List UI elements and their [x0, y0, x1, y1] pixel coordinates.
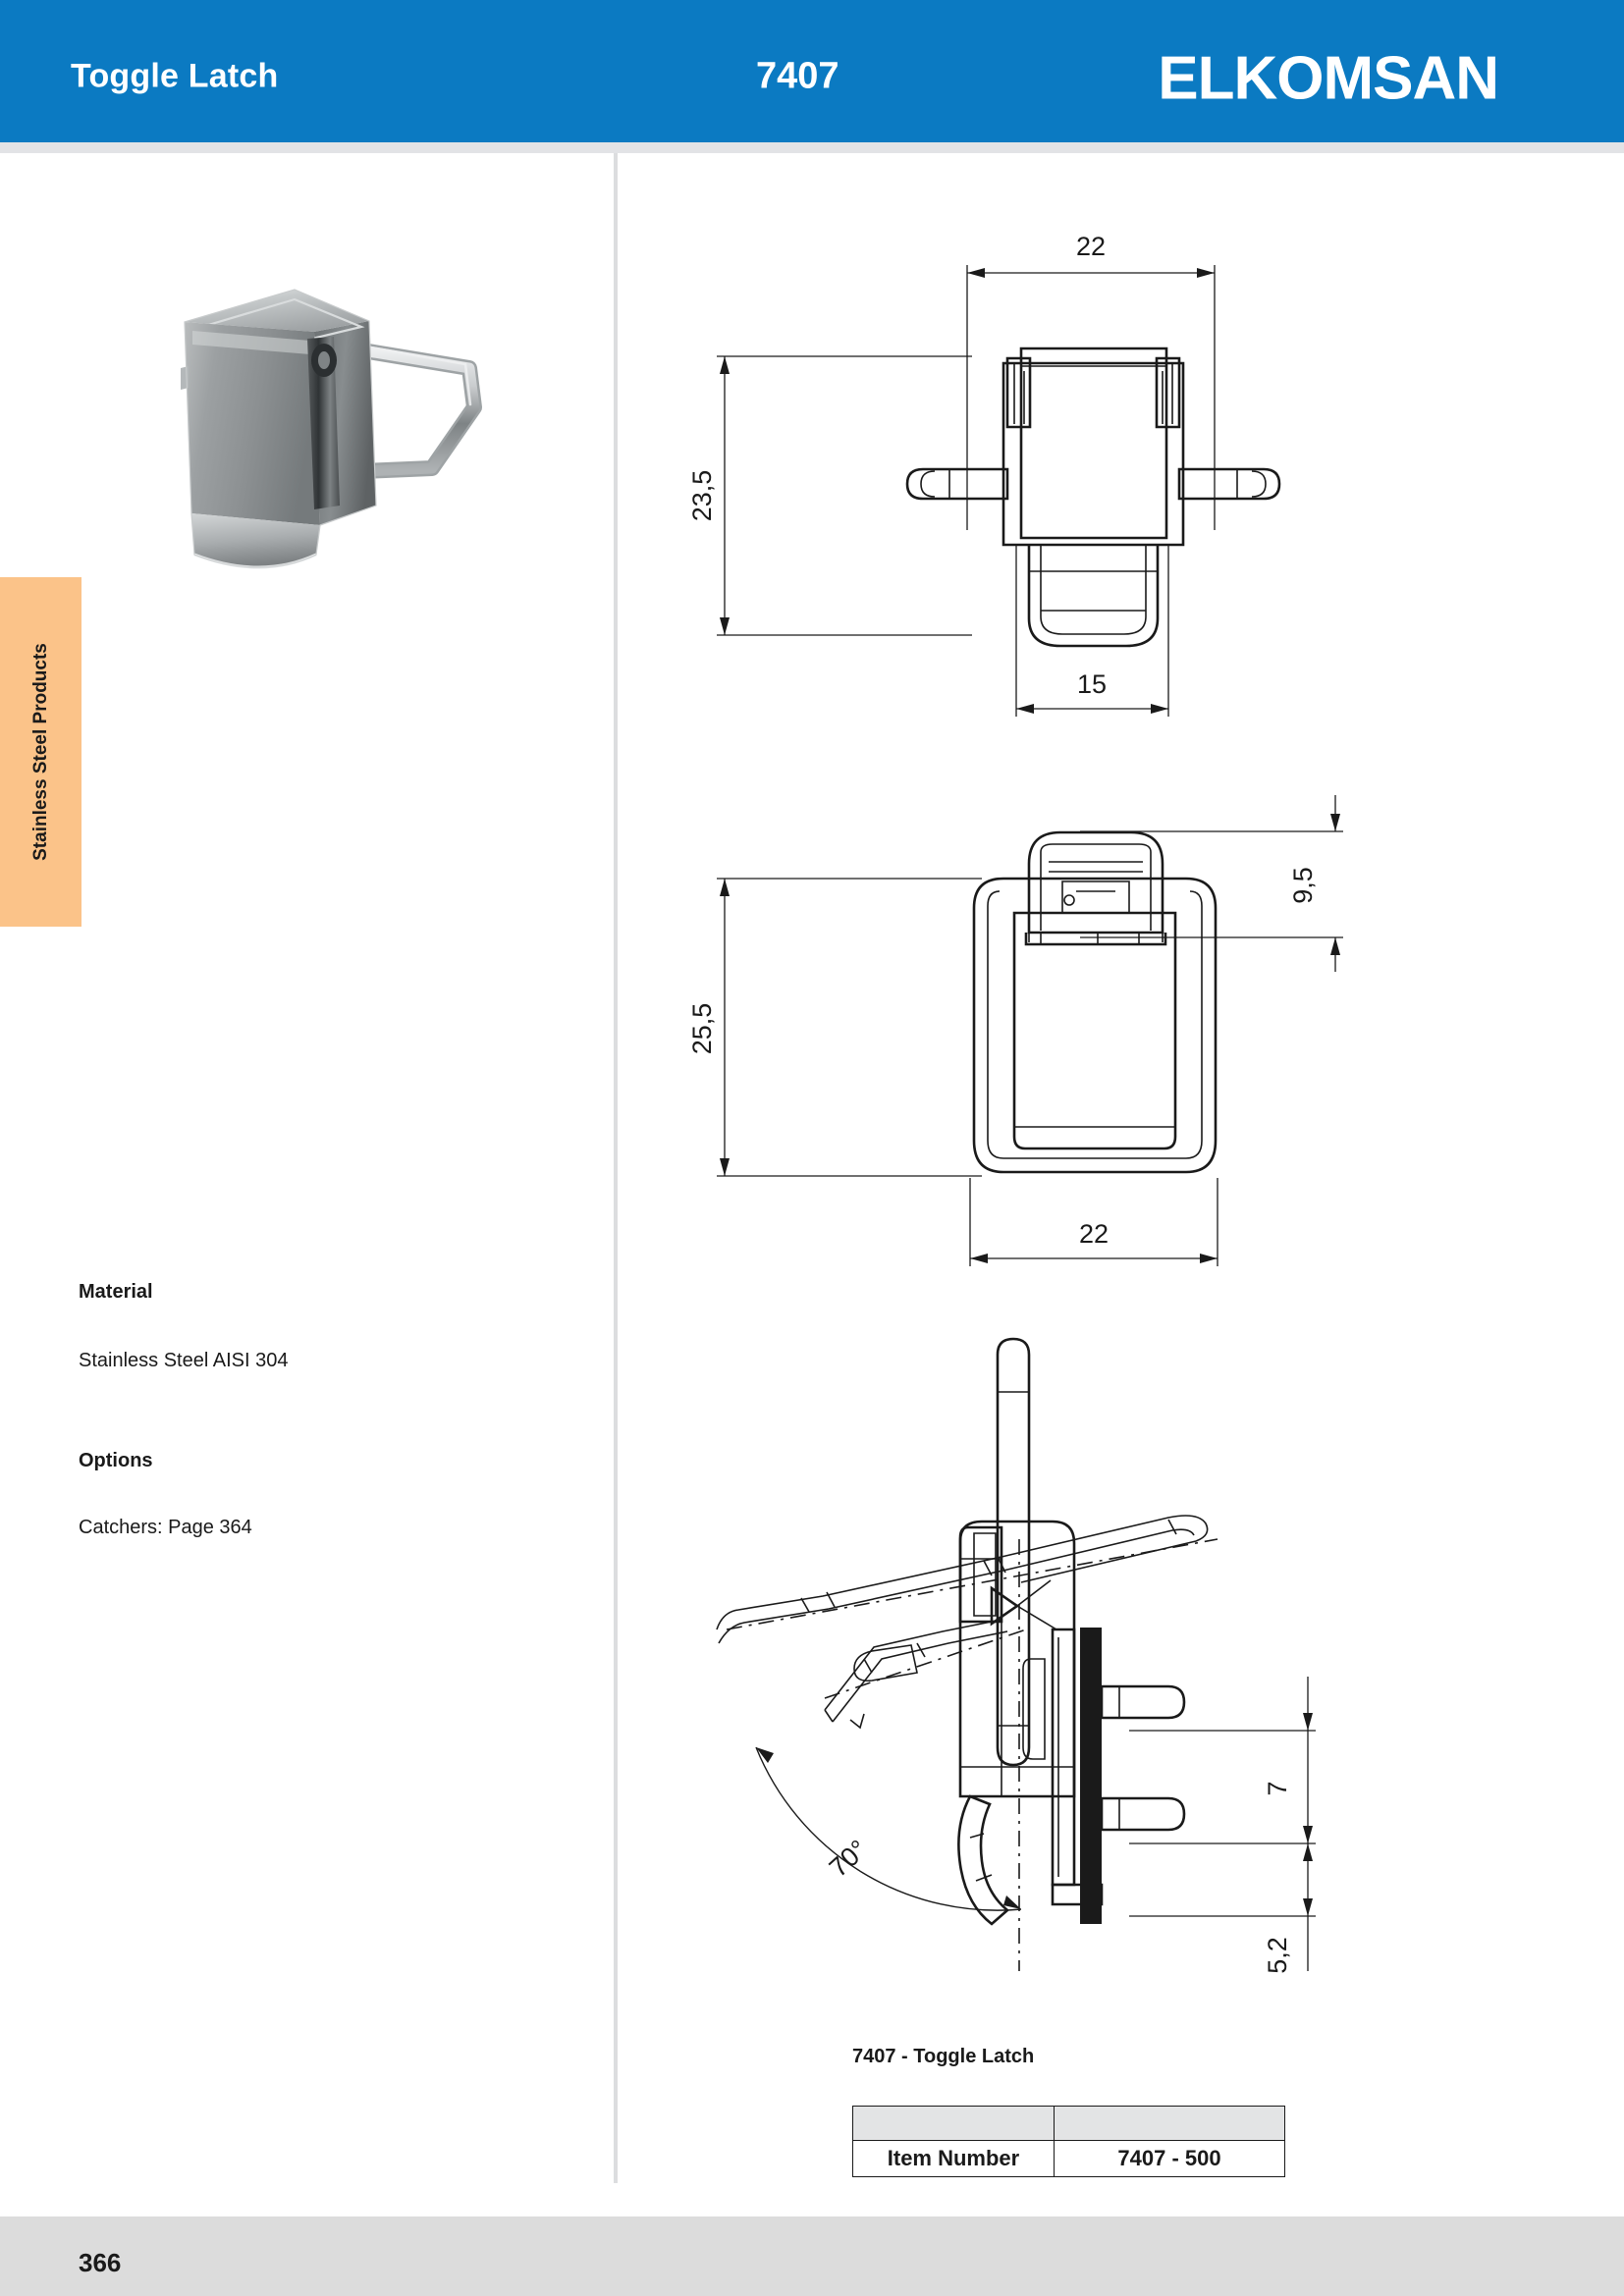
latch-body-geometry — [957, 1520, 1186, 1926]
dimension-label-22-bottom: 22 — [1079, 1219, 1109, 1249]
dimension-label-7: 7 — [1263, 1781, 1292, 1795]
table-header-cell-2 — [1054, 2106, 1285, 2141]
drawing-side-view: 25,5 9,5 22 — [687, 775, 1375, 1286]
material-heading: Material — [79, 1281, 153, 1303]
table-header-row — [852, 2106, 1285, 2141]
table-title: 7407 - Toggle Latch — [852, 2046, 1035, 2067]
drawing-operation-view: 7 5,2 70° — [707, 1335, 1375, 2022]
product-photo — [137, 260, 511, 589]
dimension-label-70-degree: 70° — [824, 1834, 873, 1883]
photo-body-front — [185, 322, 320, 525]
material-value: Stainless Steel AISI 304 — [79, 1350, 289, 1371]
dimension-label-23-5: 23,5 — [687, 470, 717, 522]
table-cell-label: Item Number — [852, 2140, 1055, 2177]
brand-logo: ELKOMSAN — [1158, 44, 1499, 113]
dimension-label-22-top: 22 — [1076, 232, 1106, 261]
dimension-label-5-2: 5,2 — [1263, 1937, 1292, 1974]
dimension-label-9-5: 9,5 — [1288, 867, 1318, 904]
front-view-geometry — [905, 347, 1281, 648]
dimension-23-5-left: 23,5 — [687, 355, 972, 636]
table-header-cell-1 — [852, 2106, 1055, 2141]
photo-wire-bail — [331, 339, 482, 479]
side-view-geometry — [972, 830, 1218, 1174]
dimension-15-bottom: 15 — [1015, 545, 1169, 717]
category-side-tab: Stainless Steel Products — [0, 577, 81, 927]
table-row: Item Number 7407 - 500 — [852, 2140, 1285, 2177]
options-label[interactable]: Catchers — [79, 1517, 158, 1538]
mounting-plate — [1080, 1628, 1102, 1924]
table-cell-value: 7407 - 500 — [1054, 2140, 1285, 2177]
operation-view-centerlines — [726, 1538, 1218, 1971]
photo-pivot-post — [307, 337, 340, 509]
page-header: Toggle Latch 7407 ELKOMSAN — [0, 0, 1624, 142]
product-code: 7407 — [756, 55, 839, 97]
options-heading: Options — [79, 1450, 153, 1471]
page-footer — [0, 2216, 1624, 2296]
page-title: Toggle Latch — [71, 57, 279, 95]
category-side-tab-label: Stainless Steel Products — [29, 643, 51, 861]
dimension-label-15: 15 — [1077, 669, 1107, 699]
bail-open-position — [716, 1515, 1209, 1730]
dimension-label-25-5: 25,5 — [687, 1003, 717, 1055]
page-number: 366 — [79, 2248, 122, 2277]
column-divider — [614, 153, 618, 2183]
drawing-front-view: 22 23,5 15 — [687, 206, 1375, 726]
photo-bottom-lip — [191, 513, 320, 567]
photo-body-top — [185, 290, 369, 332]
options-row: Catchers: Page 364 — [79, 1517, 252, 1539]
dimension-22-bottom: 22 — [969, 1178, 1218, 1266]
header-underline — [0, 142, 1624, 153]
options-value: : Page 364 — [157, 1517, 252, 1538]
dimension-25-5-left: 25,5 — [687, 878, 982, 1177]
dimension-22-top: 22 — [966, 232, 1216, 530]
dimension-7-and-5-2: 7 5,2 — [1129, 1677, 1316, 1974]
item-number-table: Item Number 7407 - 500 — [852, 2106, 1285, 2177]
